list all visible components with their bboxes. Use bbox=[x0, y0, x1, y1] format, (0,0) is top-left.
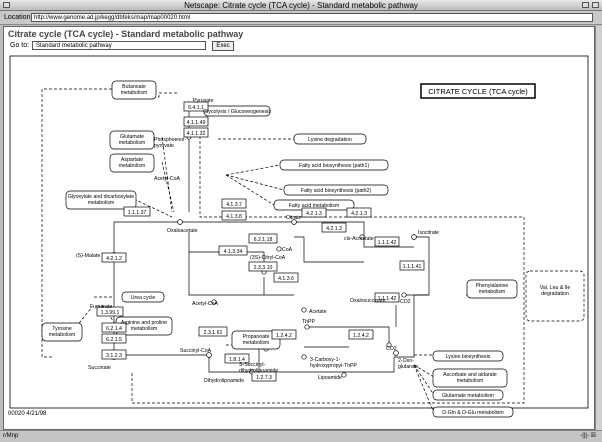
window-titlebar: Netscape: Citrate cycle (TCA cycle) - St… bbox=[0, 0, 602, 11]
compound-carboxy-thpp[interactable]: 3-Carboxy-1-hydroxypropyl-ThPP bbox=[310, 357, 358, 369]
page-title: Citrate cycle (TCA cycle) - Standard met… bbox=[8, 29, 244, 39]
status-right: -|||- ☒ bbox=[580, 433, 596, 439]
enzyme-4-1-1-32[interactable]: 4.1.1.32 bbox=[187, 131, 206, 137]
enzyme-4-1-3-34[interactable]: 4.1.3.34 bbox=[224, 249, 243, 255]
enzyme-1-8-1-4[interactable]: 1.8.1.4 bbox=[229, 357, 245, 363]
succinyl-coa-node[interactable] bbox=[206, 352, 212, 358]
pathway-diagram: CITRATE CYCLE (TCA cycle) bbox=[9, 55, 589, 418]
diagram-title-box bbox=[420, 83, 536, 99]
window-minimize-button[interactable] bbox=[582, 2, 589, 8]
compound-acetate[interactable]: Acetate bbox=[309, 309, 327, 315]
compound-citryl-coa[interactable]: (3S)-Citryl-CoA bbox=[250, 255, 286, 261]
goto-select[interactable]: Standard metabolic pathway bbox=[32, 41, 206, 50]
compound-malate[interactable]: (S)-Malate bbox=[76, 253, 100, 259]
enzyme-4-1-3-7[interactable]: 4.1.3.7 bbox=[226, 202, 242, 208]
enzyme-1-1-1-41[interactable]: 1.1.1.41 bbox=[403, 264, 422, 270]
outer-loop bbox=[131, 131, 525, 404]
window-close-button[interactable] bbox=[3, 2, 10, 8]
compound-thpp[interactable]: ThPP bbox=[302, 319, 316, 325]
compound-pep[interactable]: Phosphoenol-pyruvate bbox=[154, 137, 186, 149]
location-bar: Location: http://www.genome.ad.jp/kegg/d… bbox=[0, 11, 602, 25]
compound-oxoglutarate[interactable]: 2-Oxo-glutarate bbox=[398, 358, 418, 370]
compound-pyruvate[interactable]: Pyruvate bbox=[193, 98, 214, 104]
pathway-fatty-acid-metabolism[interactable]: Fatty acid metabolism bbox=[289, 203, 339, 209]
enzyme-1-2-7-3[interactable]: 1.2.7.3 bbox=[256, 375, 272, 381]
compound-isocitrate[interactable]: Isocitrate bbox=[418, 230, 439, 236]
compound-oxaloacetate[interactable]: Oxaloacetate bbox=[167, 228, 198, 234]
window-title: Netscape: Citrate cycle (TCA cycle) - St… bbox=[184, 1, 418, 10]
status-bar: r/Mnp -|||- ☒ bbox=[0, 430, 602, 442]
enzyme-1-1-1-42-b[interactable]: 1.1.1.42 bbox=[378, 296, 397, 302]
enzyme-6-2-1-18[interactable]: 6.2.1.18 bbox=[254, 237, 273, 243]
pathway-lysine-biosynthesis[interactable]: Lysine biosynthesis bbox=[446, 354, 491, 360]
diagram-title: CITRATE CYCLE (TCA cycle) bbox=[428, 87, 528, 96]
pathway-glutamate-2[interactable]: Glutamate metabolism bbox=[442, 393, 494, 399]
enzyme-1-1-1-37[interactable]: 1.1.1.37 bbox=[128, 210, 147, 216]
enzyme-4-2-1-3-b[interactable]: 4.2.1.3 bbox=[351, 211, 367, 217]
compound-fumarate[interactable]: Fumarate bbox=[90, 304, 112, 310]
location-url-input[interactable]: http://www.genome.ad.jp/kegg/dbfeks/map/… bbox=[31, 13, 593, 22]
window-maximize-button[interactable] bbox=[592, 2, 599, 8]
enzyme-1-2-4-2-b[interactable]: 1.2.4.2 bbox=[353, 333, 369, 339]
map-border bbox=[9, 55, 589, 409]
enzyme-6-2-1-5[interactable]: 6.2.1.5 bbox=[106, 337, 122, 343]
enzyme-6-2-1-4[interactable]: 6.2.1.4 bbox=[106, 326, 122, 332]
vertical-scrollbar[interactable] bbox=[595, 26, 602, 430]
isocitrate-node[interactable] bbox=[411, 234, 417, 240]
pathway-glycolysis[interactable]: Glycolysis / Gluconeogenesis bbox=[203, 109, 271, 115]
enzyme-4-1-3-6[interactable]: 4.1.3.6 bbox=[278, 276, 294, 282]
location-label: Location: bbox=[4, 14, 33, 21]
butanoate-link bbox=[41, 88, 112, 358]
compound-acetyl-coa[interactable]: Acetyl-CoA bbox=[154, 176, 180, 182]
citrate-node[interactable] bbox=[291, 219, 297, 225]
enzyme-2-3-1-61[interactable]: 2.3.1.61 bbox=[204, 330, 223, 336]
enzyme-4-2-1-2[interactable]: 4.2.1.2 bbox=[106, 256, 122, 262]
compound-citrate[interactable]: Citrate bbox=[286, 215, 301, 221]
compound-lipoamide[interactable]: Lipoamide bbox=[318, 375, 342, 381]
enzyme-2-3-3-10[interactable]: 2.3.3.10 bbox=[254, 265, 273, 271]
pathway-urea-cycle[interactable]: Urea cycle bbox=[131, 295, 156, 301]
compound-dihydrolipoamide[interactable]: Dihydrolipoamide bbox=[204, 378, 244, 384]
compound-co2-a[interactable]: CO2 bbox=[400, 299, 411, 305]
compound-succinyl-coa[interactable]: Succinyl-CoA bbox=[180, 348, 212, 354]
compound-s-succinyl-dihydrolipoamide[interactable]: S-Succinyl-dihydrolipoamide bbox=[239, 362, 278, 374]
enzyme-3-1-2-3[interactable]: 3.1.2.3 bbox=[106, 353, 122, 359]
goto-label: Go to: bbox=[10, 42, 30, 49]
compound-co2-b[interactable]: CO2 bbox=[386, 346, 397, 352]
oxaloacetate-node[interactable] bbox=[177, 219, 183, 225]
compound-coa[interactable]: CoA bbox=[282, 247, 293, 253]
compound-oxalosuccinate[interactable]: Oxalosuccinate bbox=[350, 298, 386, 304]
compound-cis-aconitate[interactable]: cis-Aconitate bbox=[344, 236, 374, 242]
map-footer: 00020 4/21/98 bbox=[8, 411, 47, 417]
enzyme-4-2-1-3-a[interactable]: 4.2.1.3 bbox=[306, 211, 322, 217]
enzyme-4-2-1-3-c[interactable]: 4.2.1.3 bbox=[326, 226, 342, 232]
enzyme-1-3-99-1[interactable]: 1.3.99.1 bbox=[101, 310, 120, 316]
enzyme-1-2-4-2-a[interactable]: 1.2.4.2 bbox=[276, 333, 292, 339]
pathway-fatty-acid-path2[interactable]: Fatty acid biosynthesis (path2) bbox=[301, 188, 372, 194]
page-content: Citrate cycle (TCA cycle) - Standard met… bbox=[3, 26, 595, 430]
enzyme-4-1-3-8[interactable]: 4.1.3.8 bbox=[226, 214, 242, 220]
enzyme-4-1-1-49[interactable]: 4.1.1.49 bbox=[187, 120, 206, 126]
oxoglutarate-node[interactable] bbox=[393, 350, 399, 356]
enzyme-1-1-1-42[interactable]: 1.1.1.42 bbox=[378, 240, 397, 246]
pathway-dgln-dglu[interactable]: D-Gln & D-Glu metabolism bbox=[442, 410, 503, 416]
status-left: r/Mnp bbox=[3, 433, 19, 439]
pathway-fatty-acid-path1[interactable]: Fatty acid biosynthesis (path1) bbox=[299, 163, 370, 169]
exec-button[interactable]: Exec bbox=[212, 41, 234, 51]
compound-acetyl-coa-2[interactable]: Acetyl-CoA bbox=[192, 301, 218, 307]
butanoate-pyruvate-link bbox=[124, 92, 177, 98]
pathway-lysine-degradation[interactable]: Lysine degradation bbox=[308, 137, 352, 143]
compound-succinate[interactable]: Succinate bbox=[88, 365, 111, 371]
enzyme-6-4-1-1[interactable]: 6.4.1.1 bbox=[188, 105, 204, 111]
